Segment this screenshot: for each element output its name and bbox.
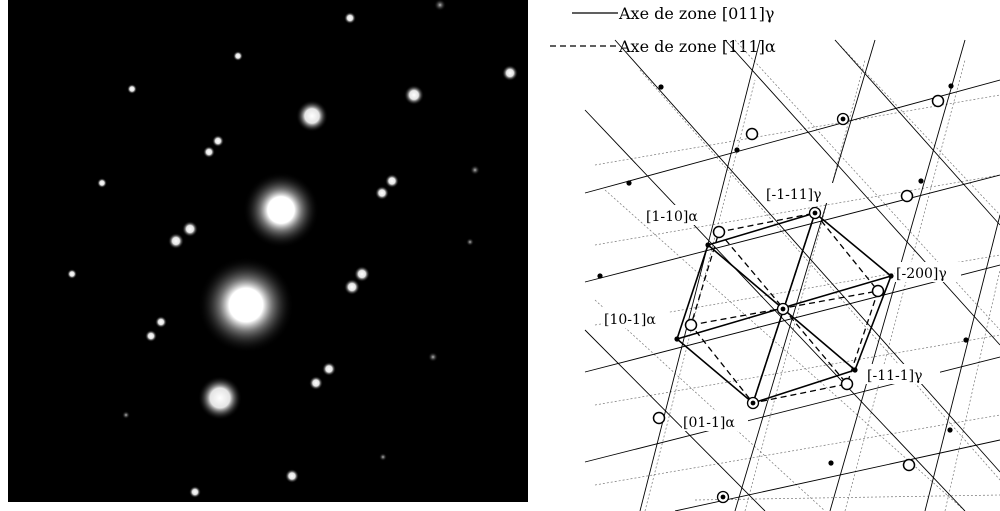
alpha-lattice-lines [594,39,1000,511]
diffraction-spot [470,165,480,175]
diffraction-spot [296,100,328,132]
label-alpha-1-minus1-0: [1-10]α [646,209,698,225]
diffraction-spot [203,146,215,158]
label-alpha-0-1-minus1: [01-1]α [683,415,735,431]
diffraction-spot [243,172,319,248]
diffraction-spot [233,51,243,61]
legend-dashed-label: Axe de zone [111]α [618,37,776,56]
indexing-diagram: Axe de zone [011]γ Axe de zone [111]α [545,0,1000,511]
diffraction-spot [182,221,198,237]
diffraction-spot [322,362,336,376]
label-gamma-minus2-0-0: [-200]γ [896,266,947,282]
legend: Axe de zone [011]γ Axe de zone [111]α [550,4,776,56]
diffraction-spot [379,453,387,461]
diffraction-spot [434,0,446,11]
diffraction-spot [502,65,518,81]
label-gamma-minus1-minus1-1-1: [-1-11]γ [766,187,821,203]
diffraction-spot [466,238,474,246]
diffraction-spot [189,486,201,498]
diffraction-spot [404,85,424,105]
diffraction-spot [145,330,157,342]
alpha-spots [652,94,945,472]
diffraction-spot [309,376,323,390]
diffraction-spot [354,266,370,282]
diffraction-spot [428,352,438,362]
diffraction-spot [67,269,77,279]
indexing-diagram-svg: Axe de zone [011]γ Axe de zone [111]α [550,4,1000,511]
diffraction-spot [212,135,224,147]
diffraction-spot [127,84,137,94]
label-alpha-1-0-minus1: [10-1]α [604,312,656,328]
diffraction-spot [285,469,299,483]
diffraction-spot [198,376,242,420]
diffraction-spot [122,411,130,419]
diffraction-spot [155,316,167,328]
gamma-nodes [597,83,969,466]
diffraction-spot [97,178,107,188]
diffraction-spot [375,186,389,200]
gamma-spot-centers [720,116,846,500]
legend-solid-label: Axe de zone [011]γ [618,4,774,23]
label-gamma-minus1-1-minus1: [-11-1]γ [867,368,922,384]
index-labels: [-1-11]γ [-200]γ [-11-1]γ [1-10]α [10-1]… [603,183,961,431]
diffraction-spot [344,12,356,24]
diffraction-spot [168,233,184,249]
diffraction-spot [385,174,399,188]
diffraction-pattern-svg [8,0,528,502]
transmitted-spot [198,257,294,353]
diffraction-pattern-image [8,0,528,502]
diffraction-spot [344,279,360,295]
